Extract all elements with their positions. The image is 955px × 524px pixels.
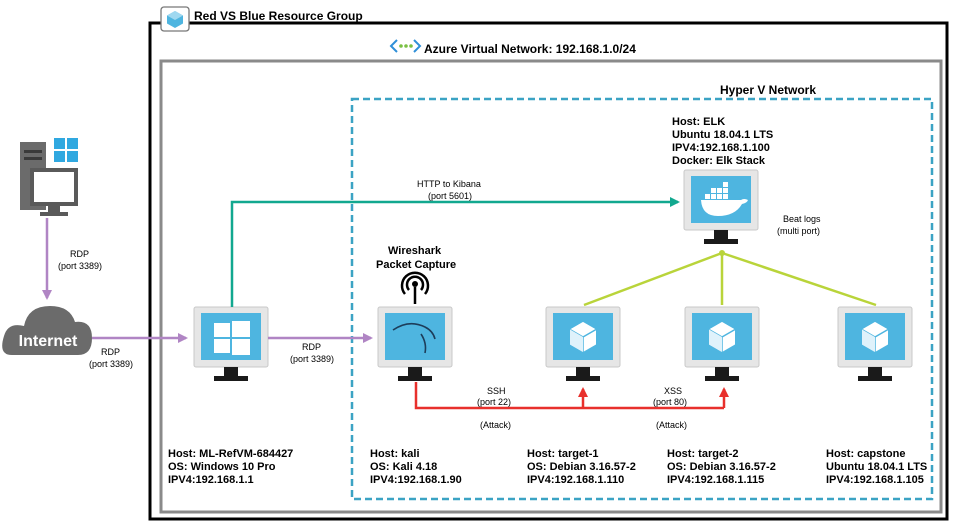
- target-2-monitor: [684, 306, 760, 382]
- rdp-client-port: (port 3389): [58, 261, 102, 271]
- capstone-monitor: [837, 306, 913, 382]
- internet-cloud: [2, 306, 93, 355]
- capstone-line-3: IPV4:192.168.1.105: [826, 474, 924, 486]
- jump-line-1: Host: ML-RefVM-684427: [168, 448, 293, 460]
- beats-edges: [583, 250, 877, 307]
- target-2-line-3: IPV4:192.168.1.115: [667, 474, 764, 486]
- wireshark-line-2: Packet Capture: [376, 259, 456, 271]
- kali-line-3: IPV4:192.168.1.90: [370, 474, 462, 486]
- capstone-line-2: Ubuntu 18.04.1 LTS: [826, 461, 927, 473]
- target-2-line-2: OS: Debian 3.16.57-2: [667, 461, 776, 473]
- rdp-kali-port: (port 3389): [290, 354, 334, 364]
- jump-monitor: [193, 306, 269, 382]
- kibana-label: HTTP to Kibana: [417, 179, 481, 189]
- rdp-kali-label: RDP: [302, 342, 321, 352]
- kali-icon: [392, 322, 436, 354]
- workstation-icon: [20, 138, 78, 216]
- hyperv-border: [350, 97, 934, 501]
- target-1-line-2: OS: Debian 3.16.57-2: [527, 461, 636, 473]
- internet-label: Internet: [19, 333, 78, 350]
- capstone-line-1: Host: capstone: [826, 448, 905, 460]
- wireshark-line-1: Wireshark: [388, 245, 442, 257]
- ssh-port: (port 22): [477, 397, 511, 407]
- target-1-monitor: [545, 306, 621, 382]
- docker-icon: [701, 182, 748, 216]
- kali-line-1: Host: kali: [370, 448, 420, 460]
- beats-port: (multi port): [777, 226, 820, 236]
- kali-line-2: OS: Kali 4.18: [370, 461, 437, 473]
- vnet-border: [159, 59, 943, 514]
- jump-line-3: IPV4:192.168.1.1: [168, 474, 254, 486]
- elk-monitor: [683, 169, 759, 245]
- kibana-edge: [230, 197, 680, 307]
- hyperv-label: Hyper V Network: [720, 83, 816, 97]
- resource-group-border: [148, 21, 949, 521]
- vnet-label: Azure Virtual Network: 192.168.1.0/24: [424, 42, 636, 56]
- vnet-icon: [389, 39, 422, 53]
- rdp-client-label: RDP: [70, 249, 89, 259]
- beats-label: Beat logs: [783, 214, 821, 224]
- antenna-icon: [400, 271, 430, 304]
- elk-line-2: Ubuntu 18.04.1 LTS: [672, 129, 773, 141]
- xss-attack-label: (Attack): [656, 420, 687, 430]
- rdp-internet-port: (port 3389): [89, 359, 133, 369]
- target-1-line-1: Host: target-1: [527, 448, 599, 460]
- rdp-internet-label: RDP: [101, 347, 120, 357]
- ssh-attack-label: (Attack): [480, 420, 511, 430]
- resource-group-label: Red VS Blue Resource Group: [194, 9, 363, 23]
- elk-line-1: Host: ELK: [672, 116, 725, 128]
- xss-port: (port 80): [653, 397, 687, 407]
- jump-line-2: OS: Windows 10 Pro: [168, 461, 276, 473]
- elk-line-3: IPV4:192.168.1.100: [672, 142, 770, 154]
- resource-group-icon: [160, 6, 190, 32]
- elk-line-4: Docker: Elk Stack: [672, 155, 766, 167]
- kali-monitor: [377, 306, 453, 382]
- attack-edge: [414, 382, 724, 410]
- ssh-label: SSH: [487, 386, 506, 396]
- target-1-line-3: IPV4:192.168.1.110: [527, 474, 624, 486]
- kibana-port: (port 5601): [428, 191, 472, 201]
- target-2-line-1: Host: target-2: [667, 448, 739, 460]
- windows-icon: [214, 321, 250, 355]
- xss-label: XSS: [664, 386, 682, 396]
